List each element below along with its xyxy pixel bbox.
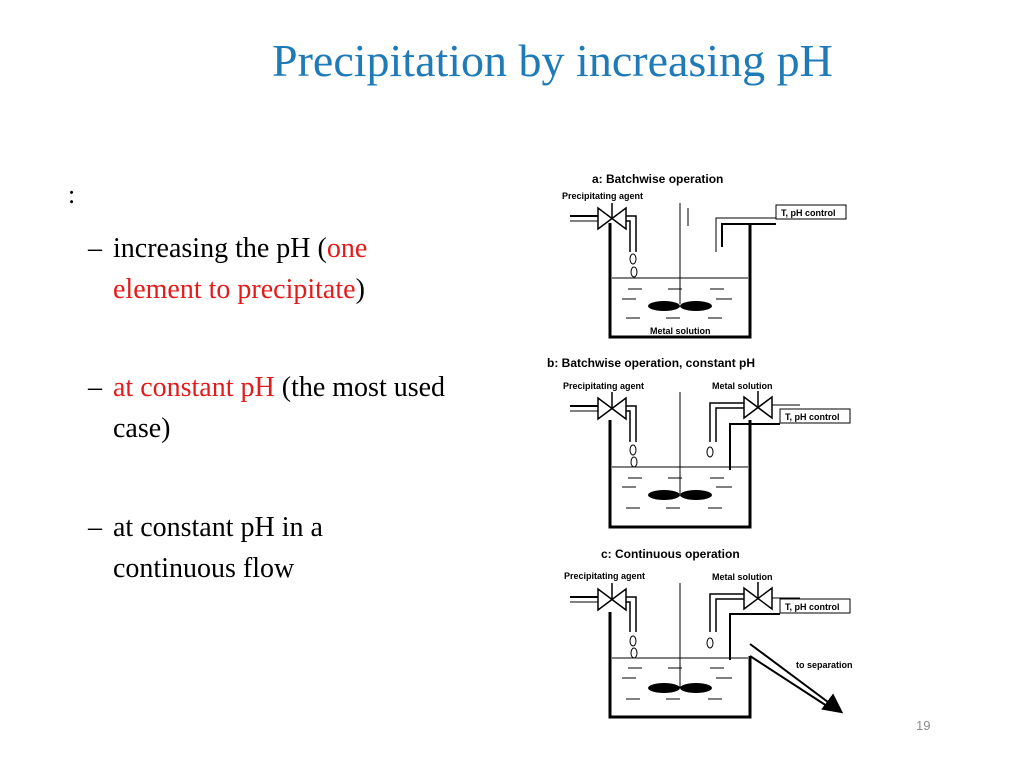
solution-pipe bbox=[715, 407, 744, 442]
solution-pipe bbox=[715, 598, 744, 632]
tank bbox=[608, 223, 752, 339]
drop-icon bbox=[629, 444, 637, 456]
bullet-dash: – bbox=[88, 512, 102, 543]
bullet-text-highlight: one element to precipitate bbox=[113, 233, 368, 305]
valve-icon bbox=[743, 586, 773, 611]
panel-a-batchwise: a: Batchwise operation Precipitating age… bbox=[562, 172, 847, 339]
valve-icon bbox=[597, 587, 627, 612]
probe-pipe bbox=[729, 423, 780, 470]
impeller-blade bbox=[680, 683, 712, 693]
valve-icon bbox=[743, 395, 773, 420]
liquid-lines bbox=[622, 288, 732, 319]
bullet-text-part: (the most used case) bbox=[113, 372, 446, 444]
drop-icon bbox=[706, 637, 714, 649]
bullet-text: at constant pH in a continuous flow bbox=[88, 507, 448, 589]
impeller-blade bbox=[680, 490, 712, 500]
solution-pipe bbox=[709, 593, 744, 632]
bullet-increasing-ph: – increasing the pH (one element to prec… bbox=[88, 228, 448, 310]
bullet-text: at constant pH (the most used case) bbox=[88, 367, 448, 449]
bullet-continuous-flow: – at constant pH in a continuous flow bbox=[88, 507, 448, 589]
bullet-text-part: increasing the pH ( bbox=[113, 233, 327, 264]
panel-c-outlet-label: to separation bbox=[796, 660, 853, 670]
agent-pipe-bend bbox=[626, 596, 637, 632]
panel-b-constant-ph: b: Batchwise operation, constant pH Prec… bbox=[547, 356, 851, 529]
drop-icon bbox=[706, 446, 714, 458]
drop-icon bbox=[629, 253, 637, 265]
bullet-dash: – bbox=[88, 233, 102, 264]
bullet-text-highlight: at constant pH bbox=[113, 372, 275, 403]
valve-icon bbox=[597, 206, 627, 231]
tank bbox=[608, 420, 752, 529]
drop-icon bbox=[630, 647, 638, 659]
slide-title: Precipitation by increasing pH bbox=[272, 35, 833, 86]
agent-pipe-bend bbox=[626, 410, 631, 442]
drop-icon bbox=[629, 635, 637, 647]
panel-a-title: a: Batchwise operation bbox=[592, 172, 723, 186]
agent-pipe-bend bbox=[626, 220, 631, 252]
impeller-blade bbox=[648, 683, 680, 693]
tank bbox=[608, 612, 752, 719]
panel-a-control-label: T, pH control bbox=[781, 208, 836, 218]
control-box bbox=[775, 204, 847, 220]
bullet-text-part: ) bbox=[355, 274, 365, 305]
panel-a-solution-label: Metal solution bbox=[650, 326, 711, 336]
probe-pipe bbox=[729, 613, 780, 660]
control-box bbox=[779, 598, 851, 614]
page-number: 19 bbox=[916, 718, 931, 733]
intro-colon: : bbox=[68, 180, 76, 209]
impeller-blade bbox=[648, 301, 680, 311]
agent-pipe-bend bbox=[626, 405, 637, 442]
valve-icon bbox=[597, 396, 627, 421]
panel-c-continuous: c: Continuous operation Precipitating ag… bbox=[564, 547, 853, 719]
bullet-text-part: at constant pH in a continuous flow bbox=[113, 512, 323, 584]
agent-pipe-bend bbox=[626, 215, 637, 252]
probe-pipe bbox=[715, 217, 776, 252]
agent-pipe-bend bbox=[626, 601, 631, 632]
outlet-pipe bbox=[749, 655, 831, 709]
panel-c-agent-label: Precipitating agent bbox=[564, 571, 645, 581]
bullet-dash: – bbox=[88, 372, 102, 403]
drop-icon bbox=[630, 456, 638, 468]
probe-pipe bbox=[721, 223, 776, 247]
panel-a-agent-label: Precipitating agent bbox=[562, 191, 643, 201]
control-box bbox=[779, 408, 851, 424]
panel-b-solution-label: Metal solution bbox=[712, 381, 773, 391]
outlet-arrow bbox=[749, 643, 844, 714]
panel-c-control-label: T, pH control bbox=[785, 602, 840, 612]
panel-c-title: c: Continuous operation bbox=[601, 547, 740, 561]
liquid-lines bbox=[622, 667, 732, 700]
panel-b-agent-label: Precipitating agent bbox=[563, 381, 644, 391]
solution-pipe bbox=[709, 402, 744, 442]
impeller-blade bbox=[648, 490, 680, 500]
bullet-text: increasing the pH (one element to precip… bbox=[88, 228, 448, 310]
panel-b-control-label: T, pH control bbox=[785, 412, 840, 422]
panel-c-solution-label: Metal solution bbox=[712, 572, 773, 582]
drop-icon bbox=[630, 266, 638, 278]
liquid-lines bbox=[622, 477, 732, 509]
panel-b-title: b: Batchwise operation, constant pH bbox=[547, 356, 755, 370]
impeller-blade bbox=[680, 301, 712, 311]
bullet-constant-ph: – at constant pH (the most used case) bbox=[88, 367, 448, 449]
